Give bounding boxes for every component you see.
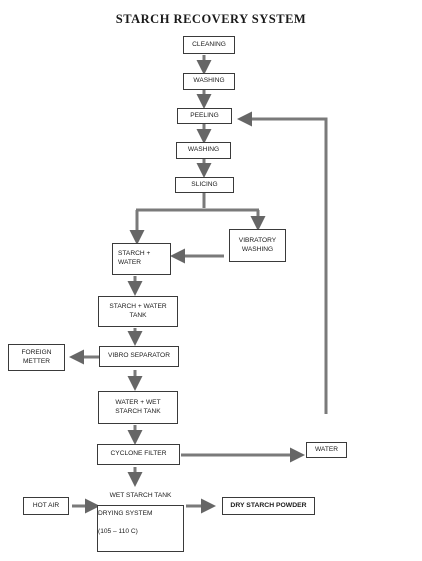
- recycle-line: [237, 111, 328, 414]
- node-dry-starch-powder: DRY STARCH POWDER: [222, 497, 315, 515]
- drying-temperature: (105 – 110 C): [98, 527, 138, 535]
- node-peeling: PEELING: [177, 108, 232, 124]
- node-vibratory-washing: VIBRATORY WASHING: [229, 229, 286, 262]
- node-wet-starch-tank: WET STARCH TANK: [97, 489, 184, 503]
- node-foreign-metter: FOREIGN METTER: [8, 344, 65, 371]
- node-drying-system: DRYING SYSTEM (105 – 110 C): [97, 505, 184, 552]
- node-cleaning: CLEANING: [183, 36, 235, 54]
- drying-system-label: DRYING SYSTEM: [98, 510, 153, 517]
- diagram-title: STARCH RECOVERY SYSTEM: [115, 12, 307, 26]
- node-starch-water: STARCH + WATER: [112, 243, 171, 275]
- node-water-wet-starch-tank: WATER + WET STARCH TANK: [98, 391, 178, 424]
- node-slicing: SLICING: [175, 177, 234, 193]
- node-washing-1: WASHING: [183, 73, 235, 90]
- node-hot-air: HOT AIR: [23, 497, 69, 515]
- node-vibro-separator: VIBRO SEPARATOR: [99, 346, 179, 367]
- node-washing-2: WASHING: [176, 142, 231, 159]
- node-water-output: WATER: [306, 442, 347, 458]
- node-cyclone-filter: CYCLONE FILTER: [97, 444, 180, 465]
- node-starch-water-tank: STARCH + WATER TANK: [98, 296, 178, 327]
